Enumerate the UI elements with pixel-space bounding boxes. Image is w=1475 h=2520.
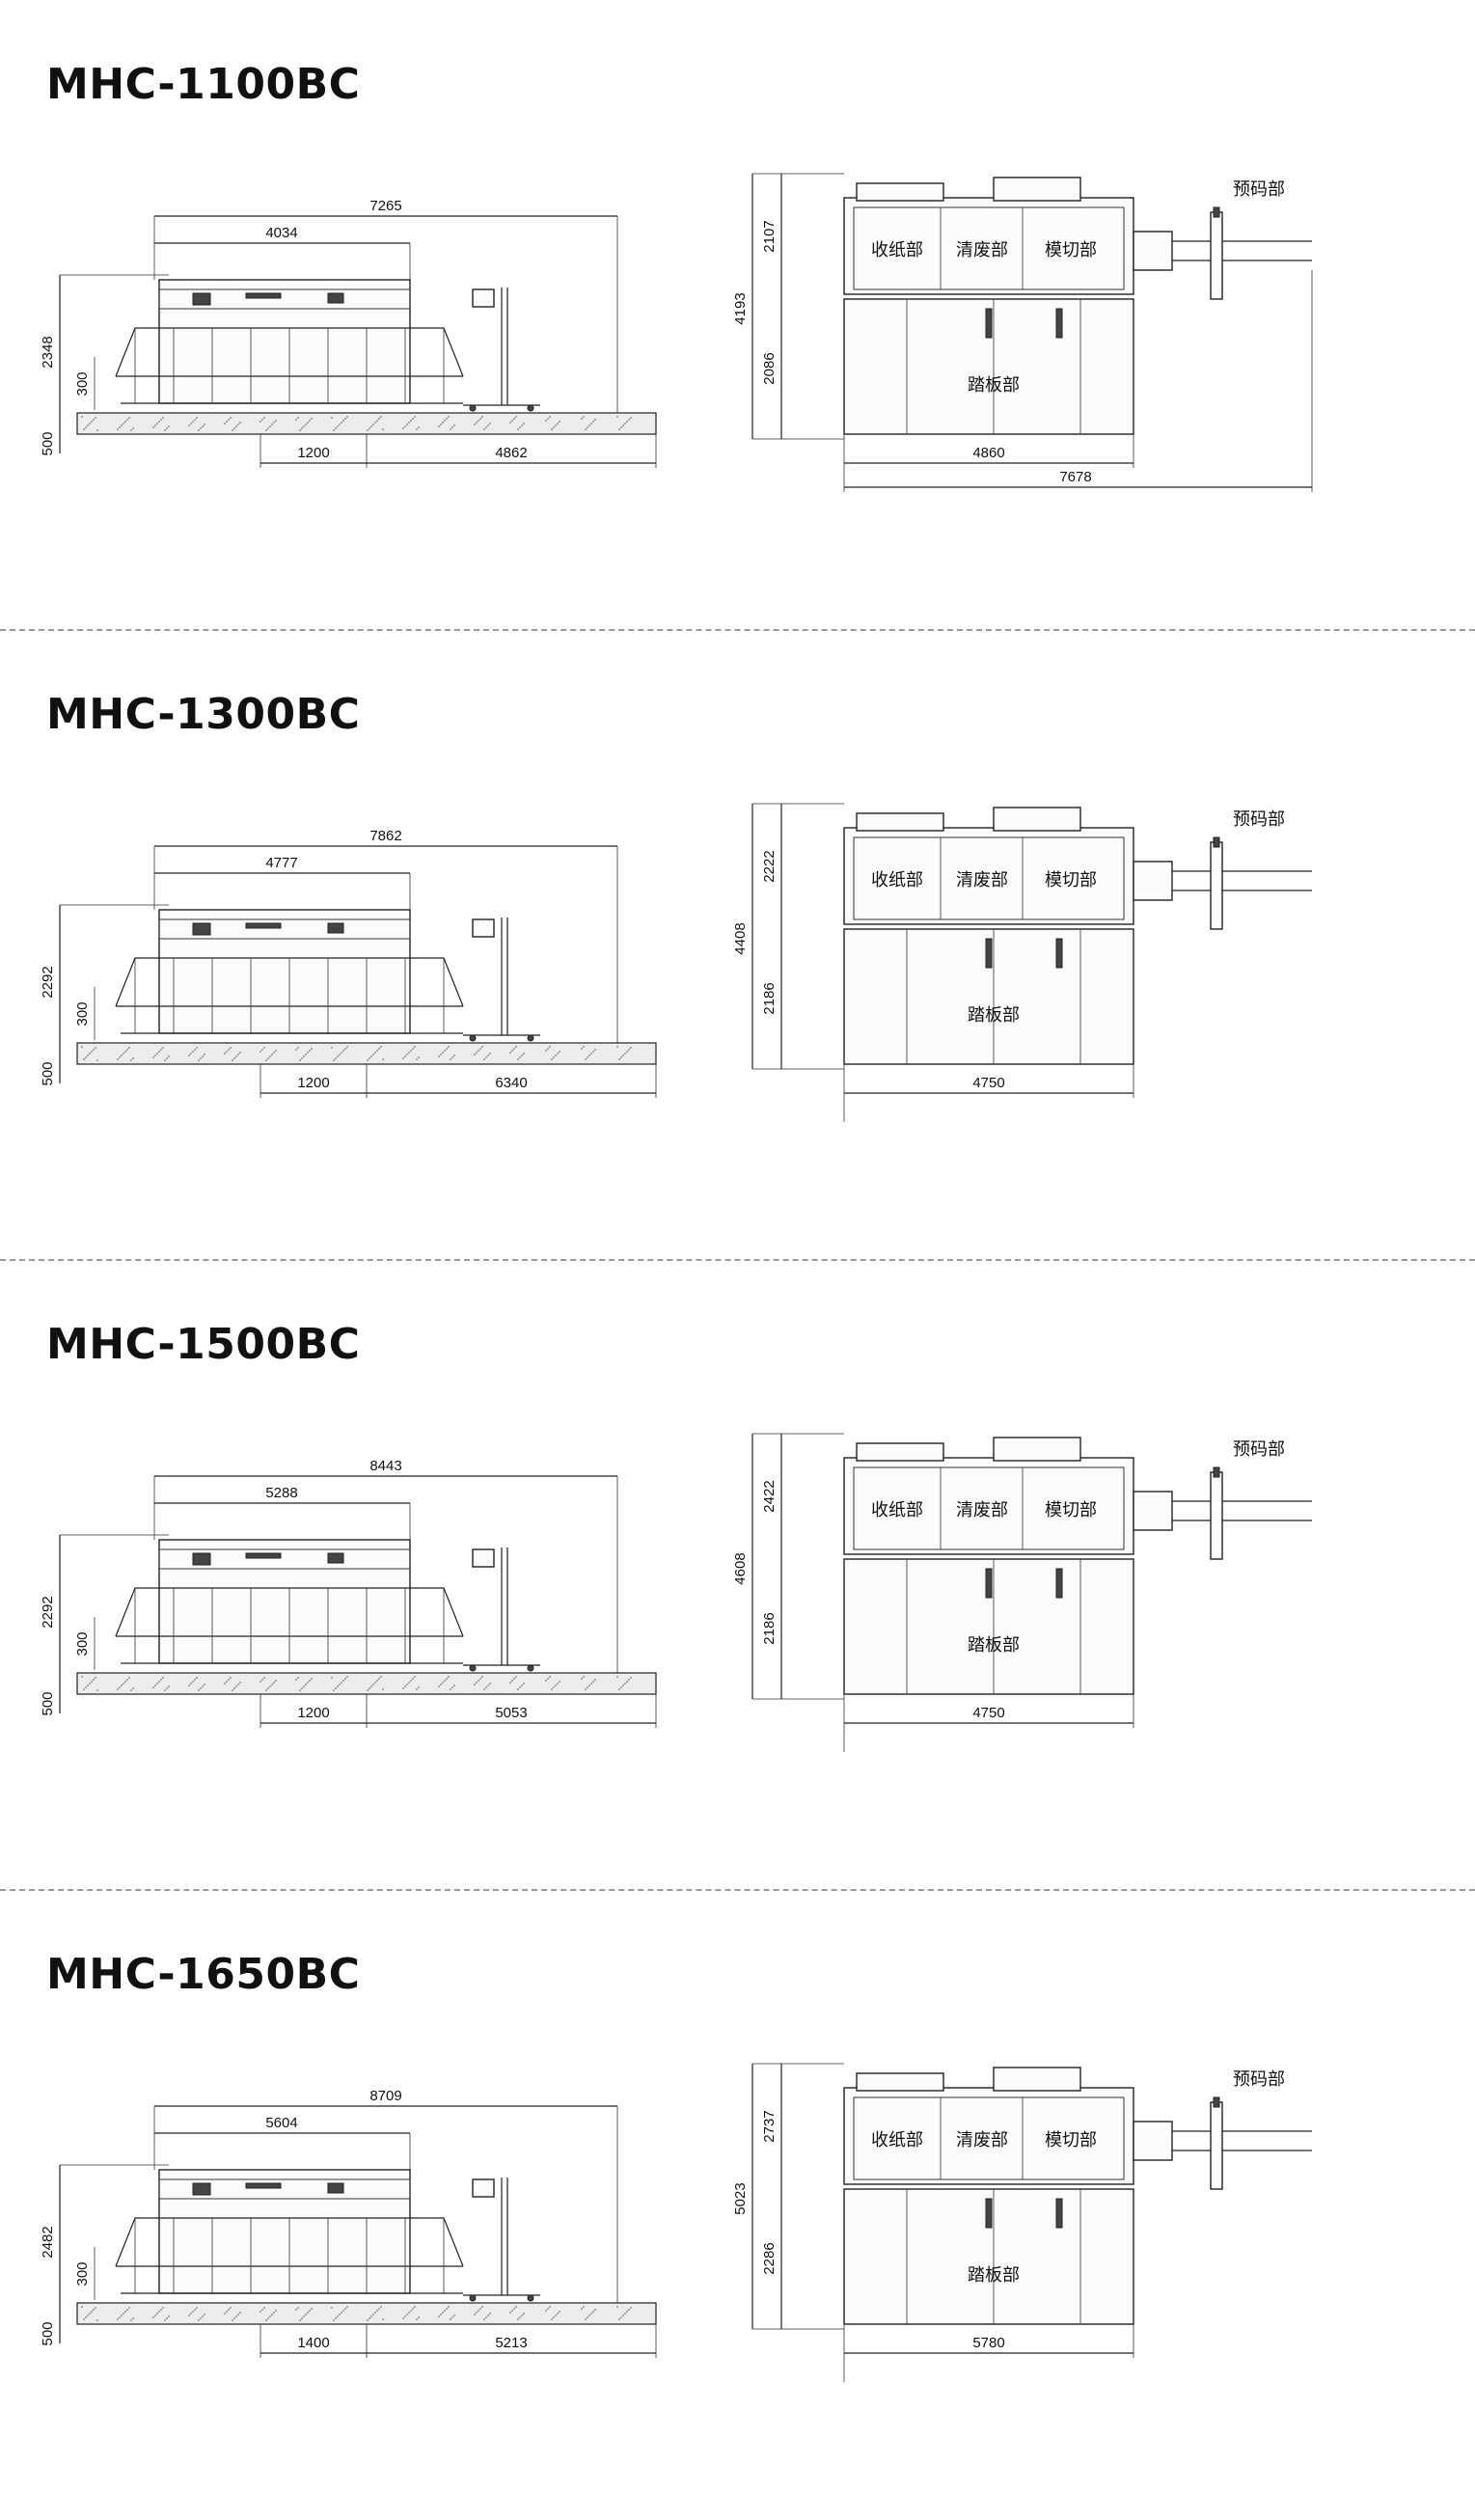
- mid-height-label: 300: [74, 2261, 91, 2286]
- total-width-label: 7678: [1059, 469, 1091, 485]
- floor-slab: [76, 412, 657, 435]
- inner-width-label: 4860: [972, 445, 1004, 461]
- lower-depth-label: 2186: [761, 982, 778, 1014]
- inner-width-label: 4750: [972, 1705, 1004, 1721]
- pre-stack-section-label: 预码部: [1233, 179, 1285, 200]
- model-section: MHC-1650BC 8709 5604 2482 300 500 1400 5213 5023…: [0, 1890, 1475, 2520]
- machine-top-frame: [843, 827, 1134, 925]
- base-height-label: 500: [40, 431, 56, 455]
- floor-slab: [76, 2302, 657, 2325]
- control-panel: [472, 918, 495, 938]
- pre-stack-section-label: 预码部: [1233, 809, 1285, 830]
- section-divider: [0, 1259, 1475, 1261]
- stripping-section-label: 清废部: [956, 2130, 1008, 2150]
- bottom-dim-left-label: 1200: [297, 1705, 329, 1721]
- bottom-dim-left-label: 1400: [297, 2335, 329, 2351]
- pedal-section-label: 踏板部: [968, 1635, 1020, 1656]
- stripping-section-label: 清废部: [956, 1500, 1008, 1520]
- model-section: MHC-1300BC 7862 4777 2292 300 500 1200 6340 4408…: [0, 630, 1475, 1260]
- upper-depth-label: 2107: [761, 220, 778, 252]
- mid-height-label: 300: [74, 1001, 91, 1026]
- delivery-section-label: 收纸部: [871, 1500, 923, 1520]
- machine-top-frame: [843, 1457, 1134, 1555]
- section-divider: [0, 629, 1475, 631]
- pedal-section-label: 踏板部: [968, 1005, 1020, 1026]
- height-label: 2348: [40, 336, 56, 368]
- control-panel: [472, 288, 495, 308]
- model-section: MHC-1500BC 8443 5288 2292 300 500 1200 5053 4608…: [0, 1260, 1475, 1890]
- bottom-dim-right-label: 5213: [495, 2335, 527, 2351]
- model-title: MHC-1300BC: [46, 690, 361, 739]
- pedal-section-label: 踏板部: [968, 2265, 1020, 2286]
- inner-width-label: 4750: [972, 1075, 1004, 1091]
- die-cutting-section-label: 模切部: [1045, 870, 1097, 890]
- upper-length-label: 5288: [265, 1485, 297, 1501]
- model-title: MHC-1650BC: [46, 1950, 361, 1999]
- total-length-label: 8443: [369, 1458, 401, 1474]
- base-height-label: 500: [40, 1691, 56, 1715]
- height-label: 2292: [40, 966, 56, 998]
- model-section: MHC-1100BC 7265 4034 2348 300 500 1200 4862 4193…: [0, 0, 1475, 630]
- bottom-dim-left-label: 1200: [297, 1075, 329, 1091]
- base-height-label: 500: [40, 1061, 56, 1085]
- bottom-dim-right-label: 4862: [495, 445, 527, 461]
- control-panel: [472, 2178, 495, 2198]
- delivery-section-label: 收纸部: [871, 2130, 923, 2150]
- upper-depth-label: 2422: [761, 1480, 778, 1512]
- side-elevation-drawing: 8709 5604 2482 300 500 1400 5213: [40, 2088, 657, 2358]
- total-length-label: 7862: [369, 828, 401, 844]
- total-depth-label: 4408: [732, 922, 749, 954]
- side-elevation-drawing: 8443 5288 2292 300 500 1200 5053: [40, 1458, 657, 1728]
- model-title: MHC-1100BC: [46, 60, 361, 109]
- total-depth-label: 4193: [732, 292, 749, 324]
- model-title: MHC-1500BC: [46, 1320, 361, 1369]
- delivery-section-label: 收纸部: [871, 870, 923, 890]
- stripping-section-label: 清废部: [956, 240, 1008, 260]
- lower-depth-label: 2286: [761, 2242, 778, 2274]
- section-divider: [0, 1889, 1475, 1891]
- die-cutting-section-label: 模切部: [1045, 1500, 1097, 1520]
- total-length-label: 8709: [369, 2088, 401, 2104]
- total-depth-label: 5023: [732, 2182, 749, 2214]
- lower-depth-label: 2086: [761, 352, 778, 384]
- side-elevation-drawing: 7265 4034 2348 300 500 1200 4862: [40, 198, 657, 468]
- total-depth-label: 4608: [732, 1552, 749, 1584]
- die-cutting-section-label: 模切部: [1045, 240, 1097, 260]
- stripping-section-label: 清废部: [956, 870, 1008, 890]
- bottom-dim-right-label: 6340: [495, 1075, 527, 1091]
- lower-depth-label: 2186: [761, 1612, 778, 1644]
- machine-top-frame: [843, 197, 1134, 295]
- pre-stack-section-label: 预码部: [1233, 2069, 1285, 2090]
- mid-height-label: 300: [74, 371, 91, 396]
- floor-slab: [76, 1042, 657, 1065]
- delivery-section-label: 收纸部: [871, 240, 923, 260]
- die-cutting-section-label: 模切部: [1045, 2130, 1097, 2150]
- height-label: 2482: [40, 2226, 56, 2258]
- pre-stack-section-label: 预码部: [1233, 1439, 1285, 1460]
- control-panel: [472, 1548, 495, 1568]
- upper-depth-label: 2737: [761, 2110, 778, 2142]
- side-elevation-drawing: 7862 4777 2292 300 500 1200 6340: [40, 828, 657, 1098]
- floor-slab: [76, 1672, 657, 1695]
- mid-height-label: 300: [74, 1631, 91, 1656]
- upper-depth-label: 2222: [761, 850, 778, 882]
- upper-length-label: 4777: [265, 855, 297, 871]
- machine-top-frame: [843, 2087, 1134, 2185]
- height-label: 2292: [40, 1596, 56, 1628]
- upper-length-label: 4034: [265, 225, 297, 241]
- base-height-label: 500: [40, 2321, 56, 2345]
- bottom-dim-right-label: 5053: [495, 1705, 527, 1721]
- inner-width-label: 5780: [972, 2335, 1004, 2351]
- total-length-label: 7265: [369, 198, 401, 214]
- pedal-section-label: 踏板部: [968, 375, 1020, 396]
- bottom-dim-left-label: 1200: [297, 445, 329, 461]
- upper-length-label: 5604: [265, 2115, 297, 2131]
